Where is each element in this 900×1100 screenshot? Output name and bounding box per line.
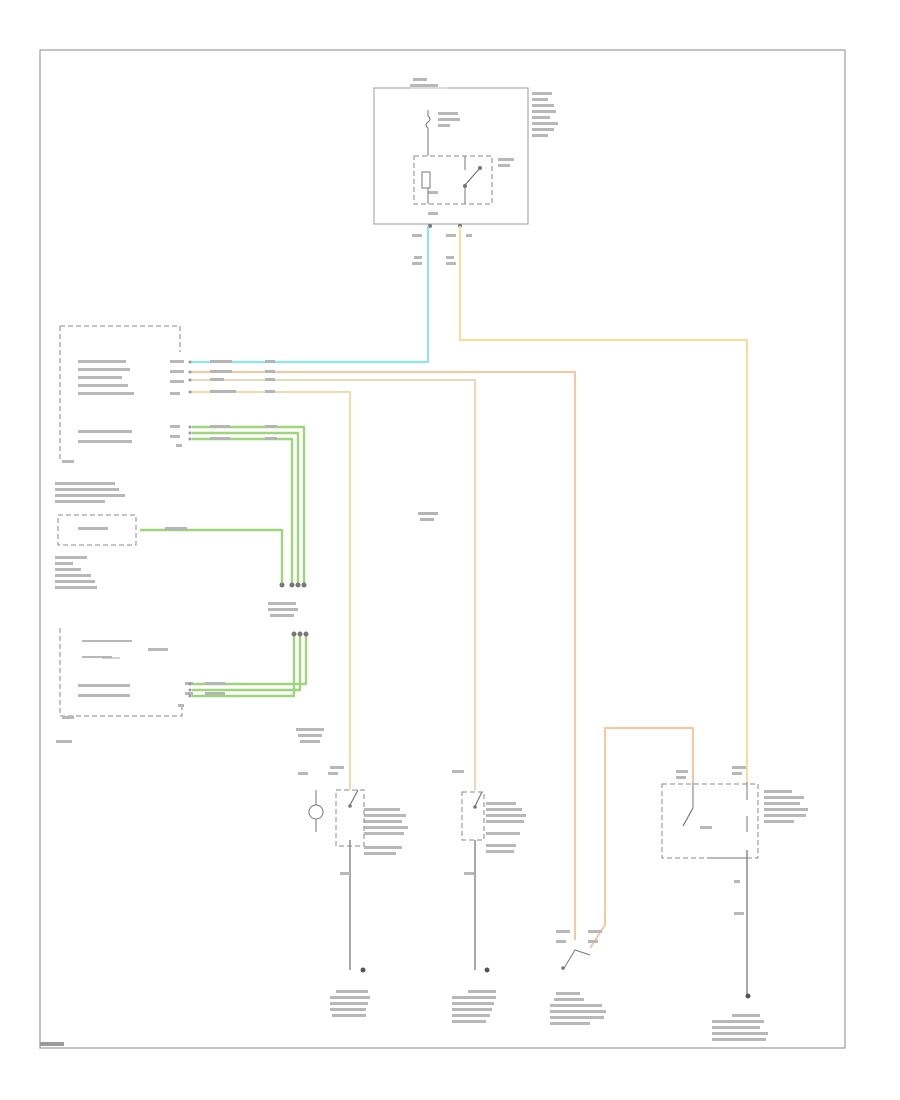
wire-yellow (458, 226, 749, 782)
connector-bottom-center (550, 930, 606, 1025)
wires (140, 226, 749, 995)
splice-pack (268, 582, 309, 637)
wire-light-blue (190, 226, 430, 364)
lamp-symbol (308, 804, 324, 820)
ground-right (745, 993, 751, 999)
wire-green-2 (192, 431, 300, 585)
wire-tan-2 (190, 391, 351, 790)
wire-green-6 (192, 634, 302, 692)
switch-right (661, 766, 808, 1041)
wire-labels (165, 360, 438, 695)
ground-left (360, 967, 366, 973)
relay-coil (421, 171, 431, 189)
top-module-box (373, 87, 529, 225)
relay-box (413, 155, 493, 205)
diagram-frame (39, 49, 846, 1049)
top-module (373, 78, 558, 265)
ground-middle (484, 967, 490, 973)
switch-middle (452, 770, 526, 1023)
wire-green-5 (192, 634, 308, 686)
wire-orange (190, 371, 576, 940)
switch-left (296, 728, 408, 1017)
wire-green-7 (192, 634, 296, 698)
wire-green-4 (140, 528, 284, 585)
wire-orange-2 (589, 727, 694, 949)
wire-tan-1 (190, 379, 476, 790)
left-module-lower (56, 628, 192, 743)
left-module-upper (59, 325, 192, 463)
image-code (40, 1042, 64, 1046)
fuse-symbol (425, 110, 431, 134)
left-module-middle (55, 482, 137, 589)
wire-green-1 (192, 425, 306, 585)
relay-switch-contact (464, 167, 481, 186)
wire-green-3 (192, 437, 294, 585)
top-module-labels (410, 78, 558, 215)
